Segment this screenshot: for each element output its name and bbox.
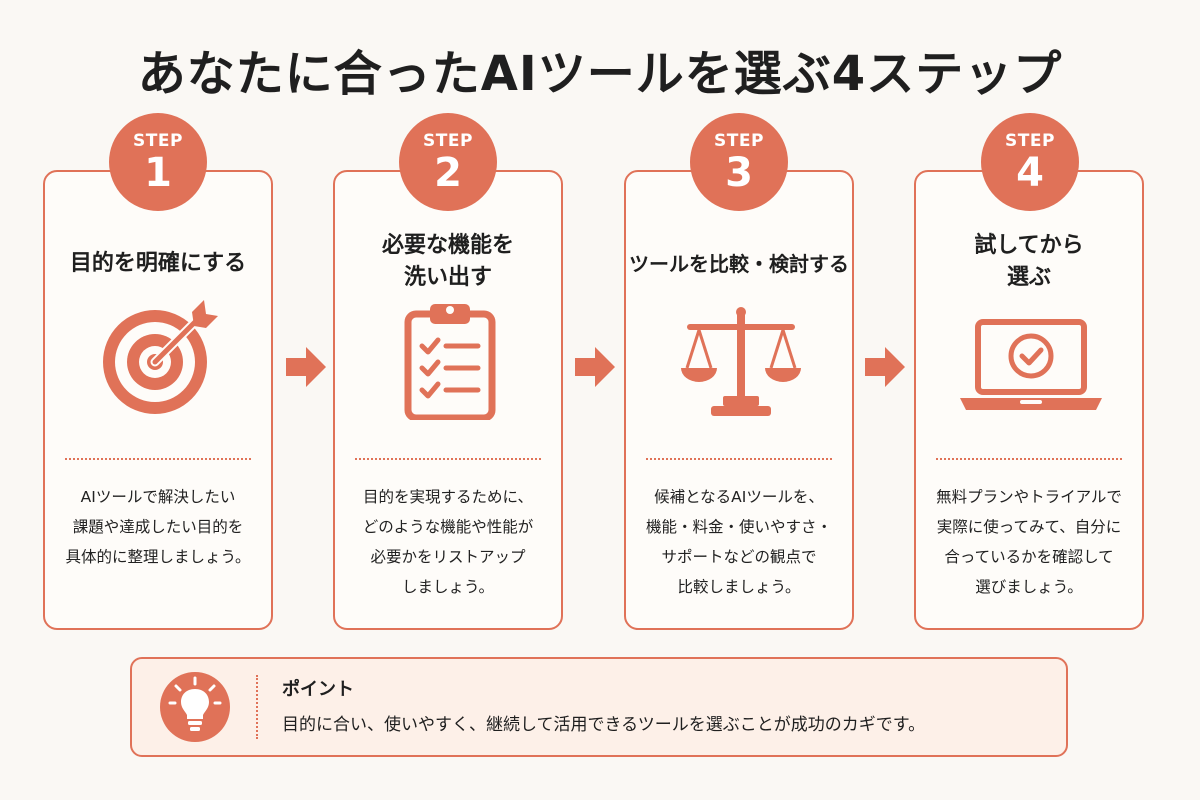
balance-scale-icon [681,307,801,416]
description-line: 機能・料金・使いやすさ・ [645,518,832,536]
step-card-1: 目的を明確にする AIツールで解決したい 課題や達成したい目的を 具体的に整理し… [43,170,273,630]
page-title: あなたに合ったAIツールを選ぶ4ステップ [137,46,1063,102]
step-number: 2 [434,150,462,196]
step-label: STEP [1005,131,1055,151]
divider [646,458,832,460]
step-title: ツールを比較・検討する [626,248,852,280]
description-line: しましょう。 [401,578,495,596]
step-description: AIツールで解決したい 課題や達成したい目的を 具体的に整理しましょう。 [45,482,271,572]
step-title: 目的を明確にする [45,248,271,280]
lightbulb-icon [168,676,222,731]
step-title-line: 必要な機能を [381,233,514,258]
description-line: 合っているかを確認して [944,548,1114,566]
step-title: 試してから 選ぶ [916,230,1142,294]
step-card-2: 必要な機能を 洗い出す 目的を実現するために、 どのような機能や性能が 必要かを… [333,170,563,630]
description-line: 必要かをリストアップ [370,548,526,566]
description-line: 選びましょう。 [975,578,1083,596]
description-line: 比較しましょう。 [677,578,801,596]
step-badge-1: STEP 1 [109,113,207,211]
step-title-line: 選ぶ [1006,265,1051,290]
step-number: 1 [144,150,172,196]
divider [65,458,251,460]
step-card-4: 試してから 選ぶ 無料プランやトライアルで 実際に使ってみて、自分に 合っている… [914,170,1144,630]
arrow-right-icon [865,347,905,387]
step-title-line: 洗い出す [403,265,492,290]
arrow-right-icon [286,347,326,387]
point-icon-badge [160,672,230,742]
description-line: 候補となるAIツールを、 [654,488,824,506]
description-line: AIツールで解決したい [80,488,236,506]
step-title: 必要な機能を 洗い出す [335,230,561,294]
step-title-line: ツールを比較・検討する [629,252,849,276]
step-badge-3: STEP 3 [690,113,788,211]
description-line: 無料プランやトライアルで [936,488,1122,506]
step-description: 無料プランやトライアルで 実際に使ってみて、自分に 合っているかを確認して 選び… [916,482,1142,602]
description-line: どのような機能や性能が [362,518,534,536]
step-label: STEP [714,131,764,151]
point-divider [256,675,258,739]
step-title-line: 試してから [974,233,1084,258]
clipboard-checklist-icon [404,304,496,420]
divider [355,458,541,460]
description-line: サポートなどの観点で [661,548,817,566]
step-label: STEP [423,131,473,151]
step-description: 候補となるAIツールを、 機能・料金・使いやすさ・ サポートなどの観点で 比較し… [626,482,852,602]
description-line: 課題や達成したい目的を [72,518,244,536]
step-number: 3 [725,150,753,196]
step-description: 目的を実現するために、 どのような機能や性能が 必要かをリストアップ しましょう… [335,482,561,602]
description-line: 実際に使ってみて、自分に [936,518,1122,536]
point-text: 目的に合い、使いやすく、継続して活用できるツールを選ぶことが成功のカギです。 [282,715,926,735]
laptop-check-icon [960,319,1102,410]
step-badge-2: STEP 2 [399,113,497,211]
step-badge-4: STEP 4 [981,113,1079,211]
point-box: ポイント 目的に合い、使いやすく、継続して活用できるツールを選ぶことが成功のカギ… [130,657,1068,757]
step-title-line: 目的を明確にする [69,251,247,276]
target-icon [103,300,218,414]
description-line: 目的を実現するために、 [362,488,534,506]
step-label: STEP [133,131,183,151]
arrow-right-icon [575,347,615,387]
point-label: ポイント [282,679,354,700]
step-number: 4 [1016,150,1044,196]
divider [936,458,1122,460]
step-card-3: ツールを比較・検討する 候補となるAIツールを、 機能・料金・使いやすさ・ サポ… [624,170,854,630]
description-line: 具体的に整理しましょう。 [65,548,251,566]
